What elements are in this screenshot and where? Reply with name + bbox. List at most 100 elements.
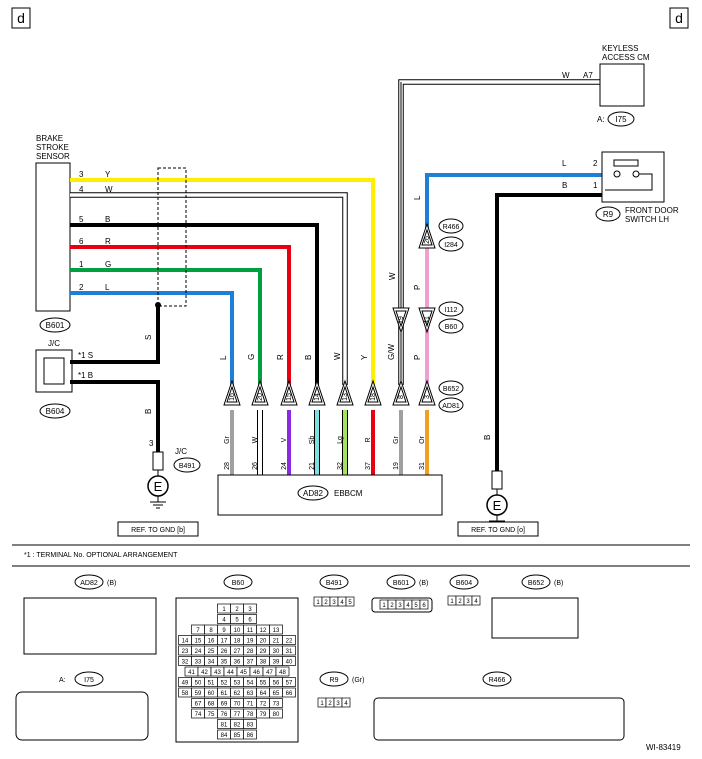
b60-r5-0: 32	[182, 660, 189, 666]
b60-r9-4: 71	[247, 702, 254, 708]
connector-pin-2-label: 15	[286, 393, 293, 401]
b491-pin-2: 3	[332, 600, 336, 606]
connector-pin-7-label: 3	[424, 395, 431, 399]
vertical-label-11: L	[413, 195, 422, 200]
wire-g	[70, 268, 262, 385]
b60-r8-0: 58	[182, 691, 189, 697]
b601-pin-4: 5	[414, 603, 418, 609]
b60-r3-6: 20	[260, 639, 267, 645]
ebbcm-pin-5: 37	[365, 462, 372, 470]
connector-pin-6: 8	[392, 379, 410, 406]
ebbcm-pin-3: 21	[309, 462, 316, 470]
connector-i112-w: 19	[392, 307, 410, 334]
legend-ad82-code: AD82	[80, 580, 98, 587]
b60-r11-1: 82	[234, 723, 241, 729]
b60-r7-4: 53	[234, 681, 241, 687]
keyless-code: I75	[615, 115, 627, 124]
ground-b: E	[147, 451, 169, 509]
b604-pin-1: 2	[458, 599, 462, 605]
b60-r4-2: 25	[208, 649, 215, 655]
sensor-name-line-3: SENSOR	[36, 152, 70, 161]
b601-pin-0: 1	[382, 603, 386, 609]
b60-r0-2: 3	[248, 607, 252, 613]
b60-r8-5: 63	[247, 691, 254, 697]
b60-r3-2: 16	[208, 639, 215, 645]
ebbcm-module: AD82 EBBCM	[217, 474, 443, 516]
b60-r5-8: 40	[286, 660, 293, 666]
b601-pin-5: 6	[422, 603, 426, 609]
r9-pin-2: 3	[336, 701, 340, 707]
legend-b652-code: B652	[528, 580, 544, 587]
ebbcm-wire-0	[230, 410, 234, 475]
legend-r9-suffix: (Gr)	[352, 677, 364, 684]
vertical-label-10: W	[388, 272, 397, 280]
ebbcm-pin-0: 28	[224, 462, 231, 470]
b60-r4-7: 30	[273, 649, 280, 655]
b60-r6-0: 41	[188, 670, 195, 676]
b60-r8-4: 62	[234, 691, 241, 697]
ebbcm-wire-2	[287, 410, 291, 475]
door-pin-2: 2	[593, 159, 598, 168]
connector-pin-7: 3	[418, 379, 436, 406]
badge-i112: I112	[444, 307, 457, 314]
sensor-color-3: R	[105, 237, 111, 246]
front-door-switch: 2 1 L B R9 FRONT DOOR SWITCH LH	[562, 151, 679, 224]
badge-r466: R466	[443, 224, 460, 231]
wire-y	[70, 178, 375, 385]
vertical-label-2: L	[219, 355, 228, 360]
ebbcm-name: EBBCM	[334, 489, 363, 498]
jc-wire-0: *1 S	[78, 351, 93, 360]
sensor-color-2: B	[105, 215, 110, 224]
door-switch-code: R9	[603, 210, 614, 219]
b60-r10-2: 76	[221, 712, 228, 718]
ebbcm-color-1: W	[252, 436, 259, 443]
b60-r7-8: 57	[286, 681, 293, 687]
ebbcm-code: AD82	[303, 489, 324, 498]
jc-top-name: J/C	[48, 339, 60, 348]
b60-r8-3: 61	[221, 691, 228, 697]
connector-i112-p: 41	[418, 307, 436, 334]
jc-top-code: B604	[46, 407, 65, 416]
ebbcm-pin-7: 31	[419, 462, 426, 470]
b60-r4-6: 29	[260, 649, 267, 655]
sensor-color-1: W	[105, 185, 113, 194]
b60-r3-3: 17	[221, 639, 228, 645]
b491-pin-1: 2	[324, 600, 328, 606]
b60-r5-3: 35	[221, 660, 228, 666]
b60-r6-6: 47	[266, 670, 273, 676]
ebbcm-color-2: V	[281, 437, 288, 442]
b60-r4-4: 27	[234, 649, 241, 655]
sensor-pin-5: 5	[79, 215, 84, 224]
b60-r4-5: 28	[247, 649, 254, 655]
b60-r3-0: 14	[182, 639, 189, 645]
b491-pin-4: 5	[348, 600, 352, 606]
connector-pin-1-label: 20	[257, 393, 264, 401]
legend-ad82-suffix: (B)	[107, 580, 116, 587]
jc-bottom-pin: 3	[149, 439, 154, 448]
b60-r5-6: 38	[260, 660, 267, 666]
ebbcm-color-6: Gr	[393, 435, 400, 443]
b60-r6-7: 48	[279, 670, 286, 676]
b60-r0-1: 2	[235, 607, 239, 613]
b601-pin-3: 4	[406, 603, 410, 609]
connector-pin-3: 14	[308, 379, 326, 406]
jc-bottom-code: B491	[179, 463, 195, 470]
r9-pin-0: 1	[320, 701, 324, 707]
ebbcm-wire-3	[315, 410, 319, 475]
b60-r3-1: 15	[195, 639, 202, 645]
sensor-pin-4: 4	[79, 185, 84, 194]
b60-r8-1: 59	[195, 691, 202, 697]
b60-r2-5: 12	[260, 628, 267, 634]
vertical-label-1: B	[144, 409, 153, 414]
vertical-label-9: P	[413, 355, 422, 360]
sensor-name-line-1: BRAKE	[36, 134, 63, 143]
b60-r6-4: 45	[240, 670, 247, 676]
keyless-prefix: A:	[597, 115, 605, 124]
b60-r10-6: 80	[273, 712, 280, 718]
b60-r5-2: 34	[208, 660, 215, 666]
corner-label-right: d	[675, 10, 683, 26]
shield-outline	[157, 167, 187, 307]
wire-w-keyless	[399, 80, 600, 385]
